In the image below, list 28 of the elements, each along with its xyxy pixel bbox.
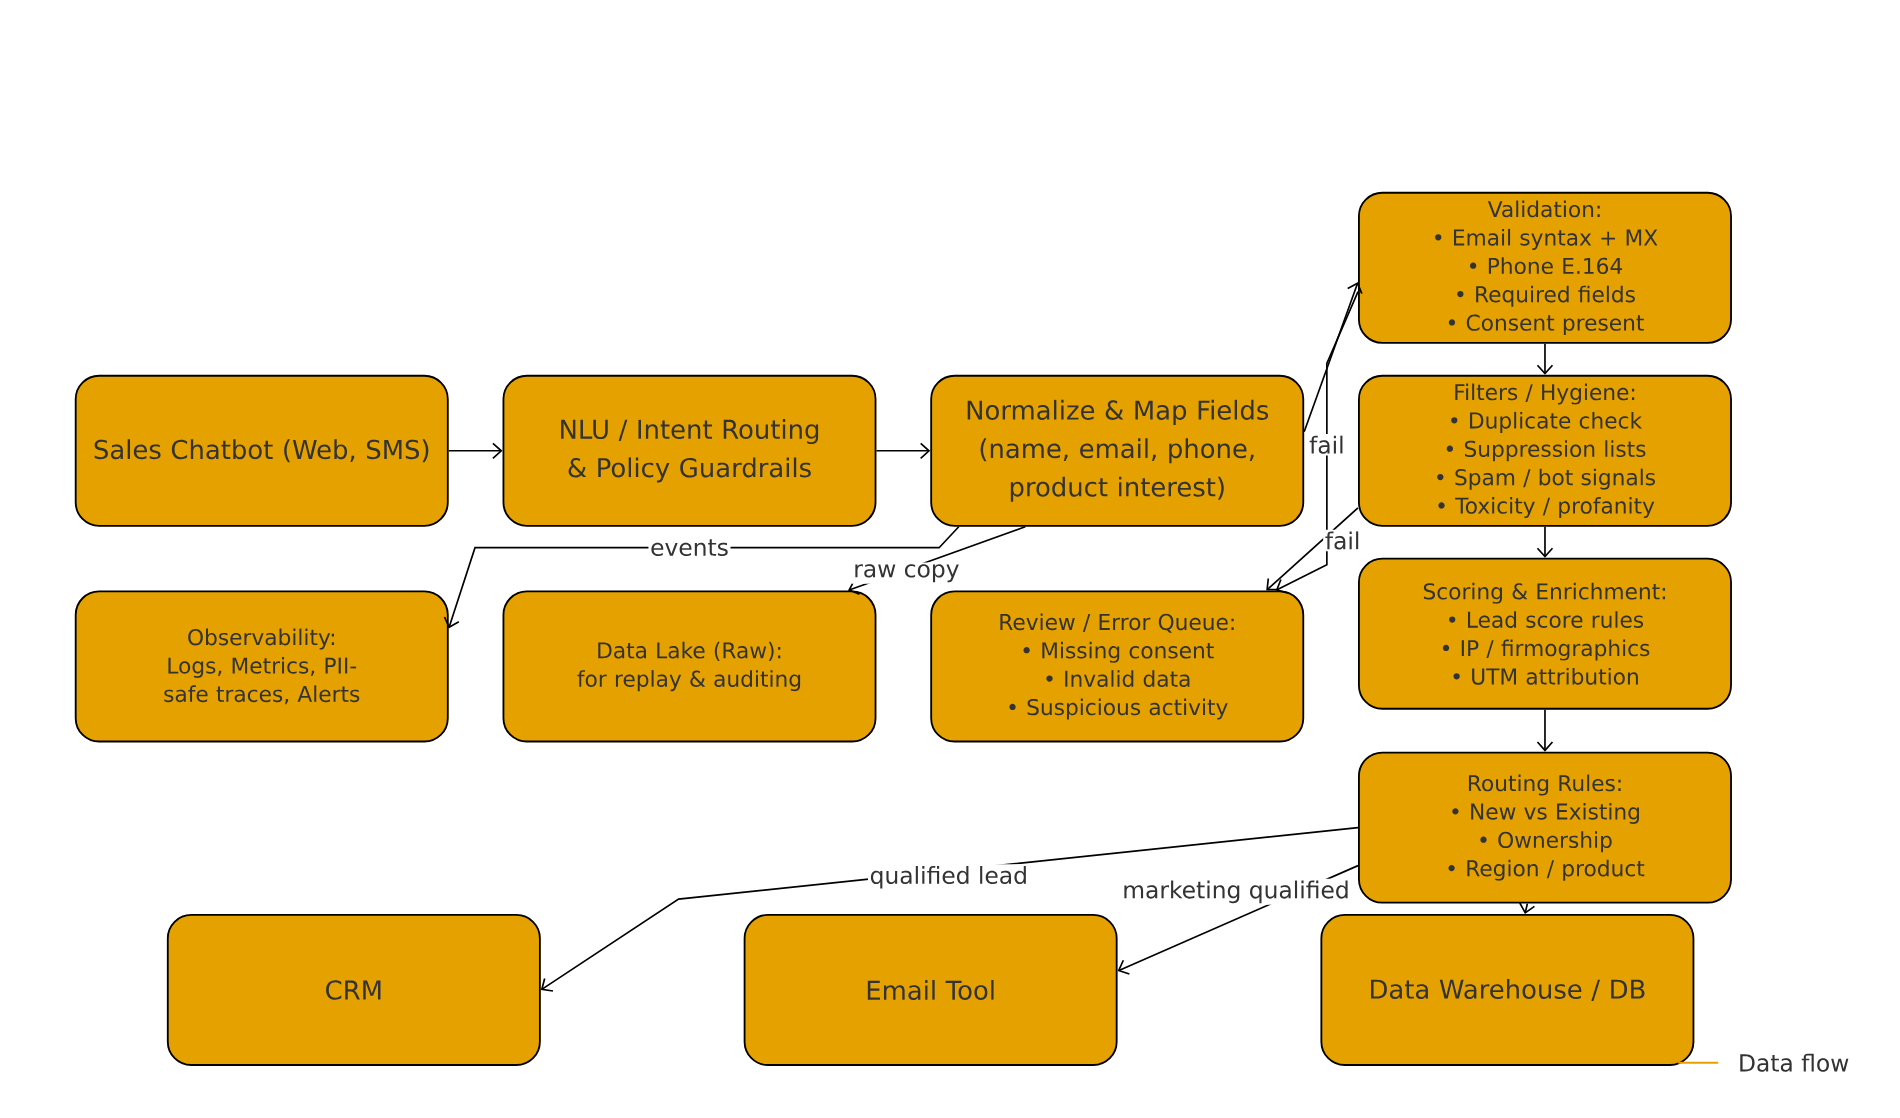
arrow — [447, 442, 503, 459]
process-box: CRM — [166, 913, 541, 1066]
arrow — [1303, 281, 1363, 433]
edge-label: marketing qualified — [1120, 878, 1352, 905]
process-box: Sales Chatbot (Web, SMS) — [74, 374, 449, 527]
edge-label: events — [648, 537, 731, 558]
arrow — [1266, 506, 1359, 591]
arrow — [1275, 290, 1359, 594]
process-box: Review / Error Queue: • Missing consent • Invalid data • Suspicious activity — [930, 590, 1305, 743]
process-box: Scoring & Enrichment: • Lead score rules • IP / firmographics • UTM attribution — [1358, 557, 1732, 710]
process-box: Filters / Hygiene: • Duplicate check • Suppression lists • Spam / bot signals • Toxicity / profanity — [1358, 374, 1732, 527]
process-box: Observability: Logs, Metrics, PII-safe traces, Alerts — [74, 590, 449, 743]
edge-label: raw copy — [851, 562, 962, 584]
process-box: Validation: • Email syntax + MX • Phone E.164 • Required fields • Consent present — [1358, 191, 1732, 344]
arrow — [1536, 342, 1554, 375]
process-box: Email Tool — [743, 913, 1118, 1066]
process-box: Routing Rules: • New vs Existing • Ownership • Region / product — [1358, 751, 1732, 904]
edge-label: fail — [1323, 529, 1363, 551]
edge-label: fail — [1307, 433, 1347, 456]
process-box: Data Warehouse / DB — [1320, 913, 1695, 1066]
arrow — [1536, 525, 1554, 558]
edge-label: qualified lead — [867, 864, 1030, 891]
legend-label: Data flow — [1740, 1053, 1849, 1072]
arrow — [1536, 708, 1554, 752]
process-box: Normalize & Map Fields (name, email, phone, product interest) — [930, 374, 1305, 527]
arrow — [875, 442, 931, 459]
process-box: NLU / Intent Routing & Policy Guardrails — [502, 374, 877, 527]
process-box: Data Lake (Raw): for replay & auditing — [502, 590, 877, 743]
